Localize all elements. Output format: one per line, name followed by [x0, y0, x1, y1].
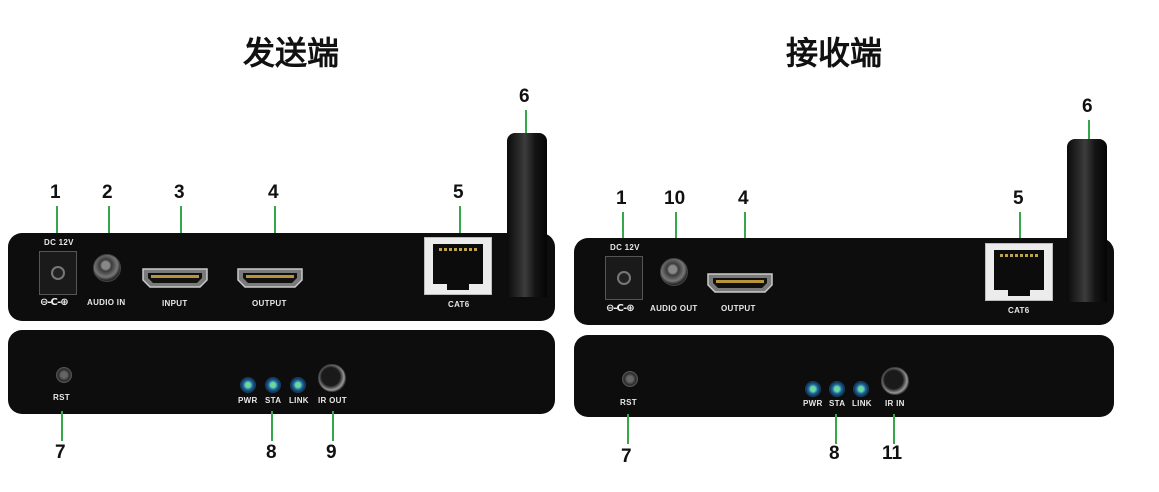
receiver-pwr-led: [805, 381, 821, 397]
sender-rear-panel: [8, 330, 555, 414]
receiver-leader-antenna: [1088, 120, 1090, 142]
sender-leader-output: [274, 206, 276, 234]
sender-hdmi-output-port: [237, 268, 303, 288]
sender-num-dc: 1: [50, 182, 61, 203]
receiver-num-cat6: 5: [1013, 188, 1024, 209]
receiver-dc-label: DC 12V: [610, 243, 640, 252]
sender-antenna: [507, 133, 547, 297]
receiver-leader-ir: [893, 414, 895, 444]
sender-num-audio: 2: [102, 182, 113, 203]
sender-ir-port: [318, 364, 346, 392]
sender-num-cat6: 5: [453, 182, 464, 203]
sender-title: 发送端: [243, 34, 340, 72]
receiver-link-label: LINK: [852, 399, 872, 408]
sender-audio-jack: [93, 254, 121, 282]
sender-leader-antenna: [525, 110, 527, 136]
sender-leader-cat6: [459, 206, 461, 236]
sender-pwr-label: PWR: [238, 396, 258, 405]
sender-audio-label: AUDIO IN: [87, 298, 126, 307]
receiver-leader-output: [744, 212, 746, 240]
receiver-num-rst: 7: [621, 446, 632, 467]
sender-leader-rst: [61, 411, 63, 441]
sender-sta-led: [265, 377, 281, 393]
receiver-hdmi-output-port: [707, 273, 773, 293]
sender-leader-dc: [56, 206, 58, 234]
receiver-num-leds: 8: [829, 443, 840, 464]
sender-num-antenna: 6: [519, 86, 530, 107]
sender-num-leds: 8: [266, 442, 277, 463]
receiver-leader-cat6: [1019, 212, 1021, 242]
receiver-rear-panel: [574, 335, 1114, 417]
receiver-pwr-label: PWR: [803, 399, 823, 408]
sender-leader-leds: [271, 411, 273, 441]
sender-rst-label: RST: [53, 393, 70, 402]
receiver-leader-rst: [627, 414, 629, 444]
sender-link-led: [290, 377, 306, 393]
sender-input-label: INPUT: [162, 299, 188, 308]
receiver-ir-label: IR IN: [885, 399, 905, 408]
receiver-cat6-label: CAT6: [1008, 306, 1030, 315]
sender-pwr-led: [240, 377, 256, 393]
receiver-ir-port: [881, 367, 909, 395]
receiver-leader-dc: [622, 212, 624, 240]
sender-sta-label: STA: [265, 396, 282, 405]
sender-leader-audio: [108, 206, 110, 234]
receiver-link-led: [853, 381, 869, 397]
sender-num-output: 4: [268, 182, 279, 203]
sender-dc-label: DC 12V: [44, 238, 74, 247]
receiver-num-audio: 10: [664, 188, 686, 209]
sender-cat6-label: CAT6: [448, 300, 470, 309]
receiver-audio-jack: [660, 258, 688, 286]
sender-output-label: OUTPUT: [252, 299, 287, 308]
sender-ir-label: IR OUT: [318, 396, 347, 405]
receiver-title: 接收端: [786, 34, 883, 72]
receiver-cat6-port: [985, 243, 1053, 301]
receiver-polarity-symbol: ⊖-C-⊕: [606, 303, 635, 314]
sender-num-input: 3: [174, 182, 185, 203]
receiver-rst-label: RST: [620, 398, 637, 407]
receiver-audio-label: AUDIO OUT: [650, 304, 698, 313]
receiver-num-ir: 11: [882, 443, 903, 464]
sender-num-ir: 9: [326, 442, 337, 463]
sender-link-label: LINK: [289, 396, 309, 405]
receiver-num-dc: 1: [616, 188, 627, 209]
receiver-dc-jack: [605, 256, 643, 300]
receiver-leader-audio: [675, 212, 677, 240]
sender-polarity-symbol: ⊖-C-⊕: [40, 297, 69, 308]
receiver-output-label: OUTPUT: [721, 304, 756, 313]
sender-cat6-port: [424, 237, 492, 295]
sender-leader-ir: [332, 411, 334, 441]
sender-hdmi-input-port: [142, 268, 208, 288]
receiver-leader-leds: [835, 414, 837, 444]
receiver-num-output: 4: [738, 188, 749, 209]
receiver-reset-button: [622, 371, 638, 387]
receiver-sta-label: STA: [829, 399, 846, 408]
sender-dc-jack: [39, 251, 77, 295]
receiver-sta-led: [829, 381, 845, 397]
receiver-num-antenna: 6: [1082, 96, 1093, 117]
sender-leader-input: [180, 206, 182, 234]
sender-num-rst: 7: [55, 442, 66, 463]
sender-reset-button: [56, 367, 72, 383]
receiver-antenna: [1067, 139, 1107, 302]
